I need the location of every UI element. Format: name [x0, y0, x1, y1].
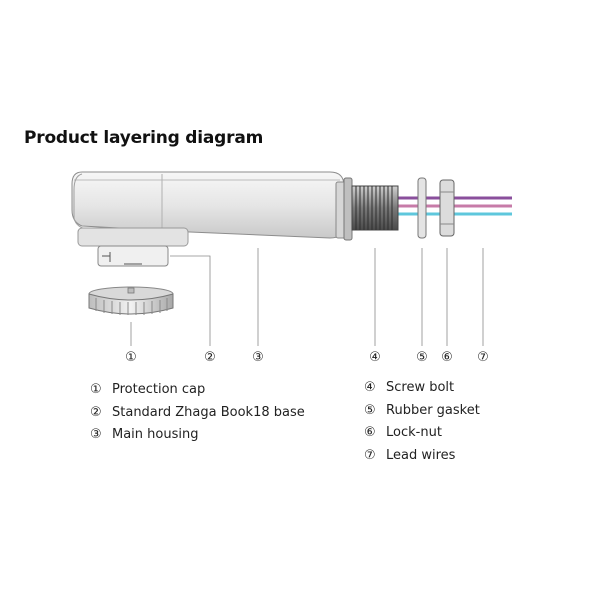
rubber-gasket — [417, 177, 427, 239]
legend-marker: ① — [90, 382, 102, 397]
callout-2: ② — [204, 350, 216, 365]
legend-marker: ⑦ — [364, 447, 376, 463]
legend-item-rubber-gasket: ⑤ Rubber gasket — [364, 400, 480, 423]
legend-label: Lock-nut — [386, 425, 442, 440]
legend-item-screw-bolt: ④ Screw bolt — [364, 377, 480, 400]
callout-1: ① — [125, 350, 137, 365]
callout-4: ④ — [369, 350, 381, 365]
screw-bolt — [351, 185, 399, 231]
legend-label: Main housing — [112, 427, 199, 442]
legend-left: ① Protection cap ② Standard Zhaga Book18 b… — [90, 379, 305, 447]
legend-marker: ② — [90, 404, 102, 420]
zhaga-base — [77, 227, 189, 267]
legend-marker: ⑥ — [364, 425, 376, 440]
callout-6: ⑥ — [441, 350, 453, 365]
legend-label: Lead wires — [386, 447, 456, 463]
callout-5: ⑤ — [416, 350, 428, 365]
legend-item-main-housing: ③ Main housing — [90, 424, 305, 447]
leader-lines — [130, 248, 484, 346]
legend-item-lock-nut: ⑥ Lock-nut — [364, 422, 480, 445]
main-housing — [71, 171, 353, 241]
legend-label: Screw bolt — [386, 380, 455, 395]
legend-marker: ③ — [90, 427, 102, 442]
legend-marker: ④ — [364, 380, 376, 395]
legend-label: Rubber gasket — [386, 402, 480, 418]
legend-marker: ⑤ — [364, 402, 376, 418]
legend-label: Protection cap — [112, 382, 206, 397]
legend-item-protection-cap: ① Protection cap — [90, 379, 305, 402]
callout-3: ③ — [252, 350, 264, 365]
callout-7: ⑦ — [477, 350, 489, 365]
protection-cap — [88, 286, 174, 315]
lock-nut — [439, 179, 455, 237]
diagram-title: Product layering diagram — [24, 128, 264, 148]
legend-right: ④ Screw bolt ⑤ Rubber gasket ⑥ Lock-nut ⑦ Le… — [364, 377, 480, 467]
legend-item-lead-wires: ⑦ Lead wires — [364, 445, 480, 468]
legend-item-zhaga-base: ② Standard Zhaga Book18 base — [90, 402, 305, 425]
legend-label: Standard Zhaga Book18 base — [112, 404, 305, 420]
lead-wires — [398, 196, 512, 216]
